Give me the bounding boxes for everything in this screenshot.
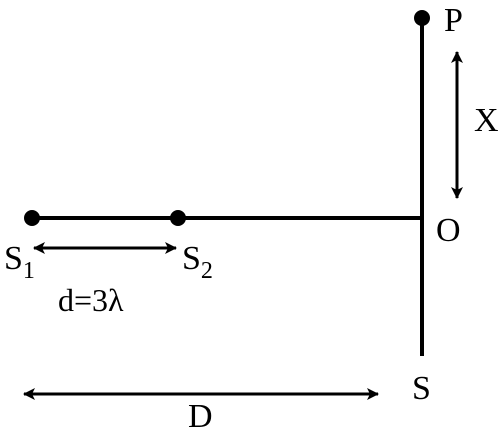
distance-d-label: D <box>188 398 213 435</box>
distance-x-label: X <box>474 102 499 139</box>
point-p-label: P <box>444 2 463 39</box>
source-1-label: S1 <box>4 240 35 284</box>
separation-label: d=3λ <box>58 282 124 318</box>
source-2-label: S2 <box>182 240 213 284</box>
point-o-label: O <box>436 212 461 249</box>
source-1-subscript: 1 <box>22 258 35 284</box>
point-p-dot <box>414 10 430 26</box>
source-2-letter: S <box>182 240 201 277</box>
source-1-dot <box>24 210 40 226</box>
screen-label: S <box>412 370 431 407</box>
source-2-subscript: 2 <box>200 258 213 284</box>
source-1-letter: S <box>4 240 23 277</box>
source-2-dot <box>170 210 186 226</box>
